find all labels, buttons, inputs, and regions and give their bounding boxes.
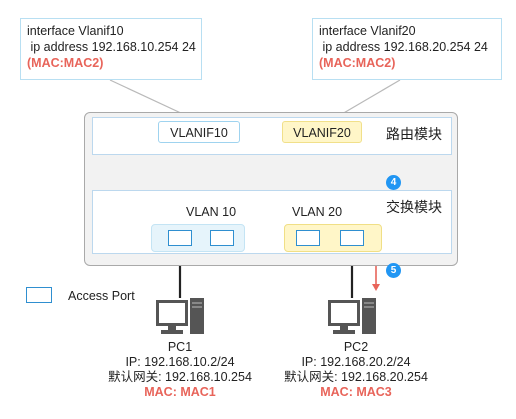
vlan20-access-port-2 bbox=[340, 230, 364, 246]
vlan20-port-group bbox=[284, 224, 382, 252]
pc2-mac: MAC: MAC3 bbox=[320, 385, 392, 399]
step-5-badge: 5 bbox=[386, 263, 401, 278]
pc1-computer-icon bbox=[156, 298, 204, 334]
pc1-mac: MAC: MAC1 bbox=[144, 385, 216, 399]
callout-vlanif20-line2: ip address 192.168.20.254 24 bbox=[319, 40, 488, 54]
vlanif20-interface: VLANIF20 bbox=[282, 121, 362, 143]
pc2-gateway: 默认网关: 192.168.20.254 bbox=[284, 370, 428, 384]
vlan20-label: VLAN 20 bbox=[292, 205, 343, 219]
vlan10-label: VLAN 10 bbox=[186, 205, 237, 219]
pc2-computer-icon bbox=[328, 298, 376, 334]
pc2-ip: IP: 192.168.20.2/24 bbox=[301, 355, 411, 369]
vlanif10-interface: VLANIF10 bbox=[158, 121, 240, 143]
callout-vlanif20-mac: (MAC:MAC2) bbox=[319, 56, 396, 70]
vlan10-access-port-1 bbox=[168, 230, 192, 246]
pc1-gateway: 默认网关: 192.168.10.254 bbox=[108, 370, 252, 384]
callout-vlanif10-line1: interface Vlanif10 bbox=[27, 24, 124, 38]
callout-vlanif10-line2: ip address 192.168.10.254 24 bbox=[27, 40, 196, 54]
routing-module-title: 路由模块 bbox=[386, 126, 442, 142]
pc2-name: PC2 bbox=[343, 340, 369, 354]
legend-access-port-icon bbox=[26, 287, 52, 303]
switching-module-title: 交换模块 bbox=[386, 199, 442, 215]
arrow-step5-head bbox=[372, 284, 380, 291]
callout-vlanif20: interface Vlanif20 ip address 192.168.20… bbox=[312, 18, 502, 80]
vlan10-access-port-2 bbox=[210, 230, 234, 246]
callout-vlanif10: interface Vlanif10 ip address 192.168.10… bbox=[20, 18, 202, 80]
vlan20-access-port-1 bbox=[296, 230, 320, 246]
routing-module bbox=[92, 117, 452, 155]
pc2-info: PC2 IP: 192.168.20.2/24 默认网关: 192.168.20… bbox=[266, 340, 446, 400]
pc1-info: PC1 IP: 192.168.10.2/24 默认网关: 192.168.10… bbox=[90, 340, 270, 400]
pc1-ip: IP: 192.168.10.2/24 bbox=[125, 355, 235, 369]
step-4-badge: 4 bbox=[386, 175, 401, 190]
pc1-name: PC1 bbox=[167, 340, 193, 354]
callout-vlanif20-line1: interface Vlanif20 bbox=[319, 24, 416, 38]
legend-access-port-label: Access Port bbox=[68, 289, 135, 303]
callout-vlanif10-mac: (MAC:MAC2) bbox=[27, 56, 104, 70]
